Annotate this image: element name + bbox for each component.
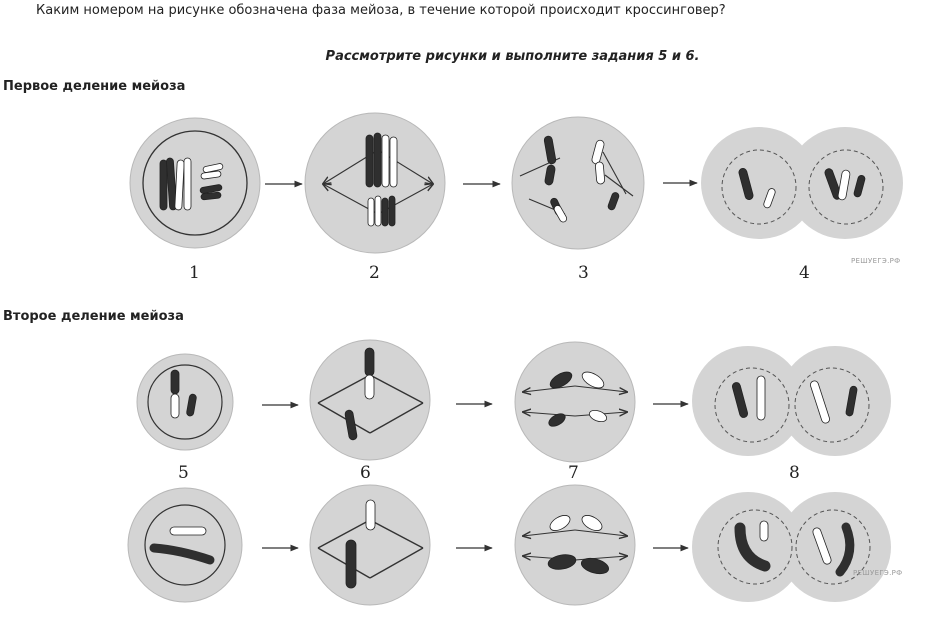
stage-number-5: 5 [178, 463, 189, 483]
stage-number-6: 6 [360, 463, 371, 483]
section-title-first-division: Первое деление мейоза [3, 79, 186, 94]
stage-number-7: 7 [568, 463, 579, 483]
stage-number-2: 2 [369, 263, 380, 283]
stage-3-cell [511, 116, 645, 250]
row-b-cell-4 [692, 492, 891, 602]
row-b-cell-1 [127, 487, 243, 603]
row-b-cell-3 [514, 484, 636, 606]
stage-number-4: 4 [799, 263, 810, 283]
stage-8-cells [692, 346, 891, 456]
stage-4-cells [701, 127, 903, 239]
section-title-second-division: Второе деление мейоза [3, 309, 184, 324]
stage-5-cell [136, 353, 234, 451]
stage-number-3: 3 [578, 263, 589, 283]
instruction-text: Рассмотрите рисунки и выполните задания … [325, 49, 700, 64]
stage-6-cell [309, 339, 431, 461]
stage-number-8: 8 [789, 463, 800, 483]
stage-7-cell [514, 341, 636, 463]
watermark: РЕШУЕГЭ.РФ [851, 257, 901, 265]
stage-2-cell [304, 112, 446, 254]
question-text: Каким номером на рисунке обозначена фаза… [36, 3, 726, 18]
stage-1-cell [129, 117, 261, 249]
watermark: РЕШУЕГЭ.РФ [853, 569, 903, 577]
row-b-cell-2 [309, 484, 431, 606]
stage-number-1: 1 [189, 263, 200, 283]
